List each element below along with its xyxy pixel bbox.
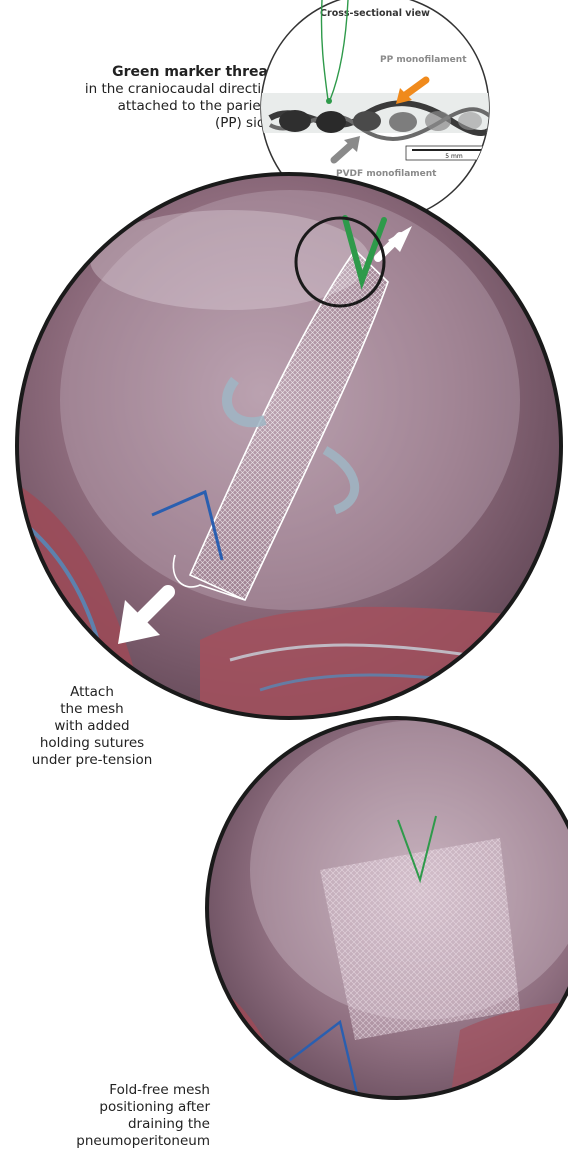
main-view-circle: [10, 170, 568, 730]
scale-label: 5 mm: [445, 153, 463, 160]
pvdf-label: PVDF monofilament: [336, 169, 437, 179]
pp-label: PP monofilament: [380, 55, 467, 65]
scale-bar: 5 mm: [406, 146, 502, 160]
inset-title: Cross-sectional view: [320, 8, 430, 19]
result-view-circle: [200, 710, 568, 1110]
